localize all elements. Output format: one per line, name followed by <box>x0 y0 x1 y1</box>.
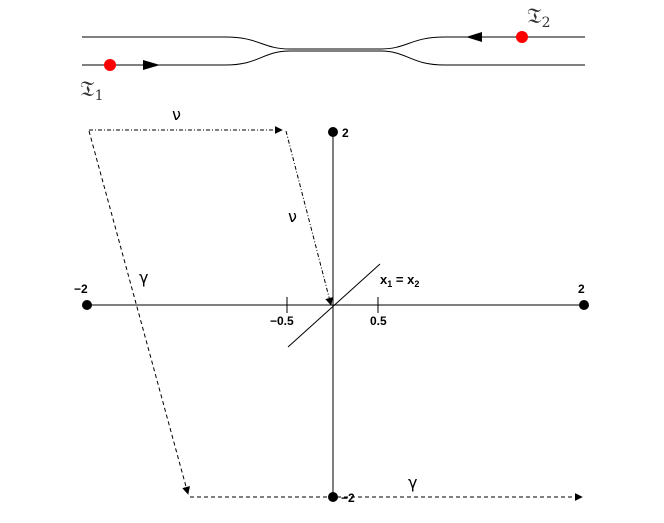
particle-2-label: 𝔗2 <box>527 4 551 31</box>
diagonal-label: x1 = x2 <box>380 272 419 289</box>
right-arrow-icon <box>143 60 160 70</box>
right-endpoint <box>579 300 589 310</box>
top-endpoint <box>328 127 338 137</box>
nu-side-label: ν <box>288 207 297 226</box>
left-arrow-icon <box>466 32 482 42</box>
nu-diagonal-segment <box>285 130 334 306</box>
upper-line <box>82 36 585 50</box>
left-end-label: −2 <box>74 282 88 296</box>
top-end-label: 2 <box>342 126 349 140</box>
lower-line <box>82 50 585 66</box>
tick-neg-label: −0.5 <box>270 314 294 328</box>
particle-1-dot <box>104 59 116 71</box>
particle-1-label: 𝔗1 <box>80 77 104 104</box>
axes: −2 2 2 −2 −0.5 0.5 <box>74 126 589 505</box>
bottom-end-label: −2 <box>341 491 355 505</box>
left-endpoint <box>82 300 92 310</box>
right-end-label: 2 <box>578 282 585 296</box>
gamma-side-label: γ <box>139 268 148 287</box>
diagonal-line <box>287 263 381 348</box>
gamma-path: γ γ <box>88 130 583 501</box>
nu-top-label: ν <box>172 105 181 124</box>
merging-lines <box>82 32 585 70</box>
nu-path: ν ν <box>89 105 334 306</box>
gamma-bottom-label: γ <box>408 473 417 492</box>
tick-pos-label: 0.5 <box>370 314 387 328</box>
particle-2-dot <box>516 31 528 43</box>
gamma-diagonal-segment <box>88 130 190 495</box>
